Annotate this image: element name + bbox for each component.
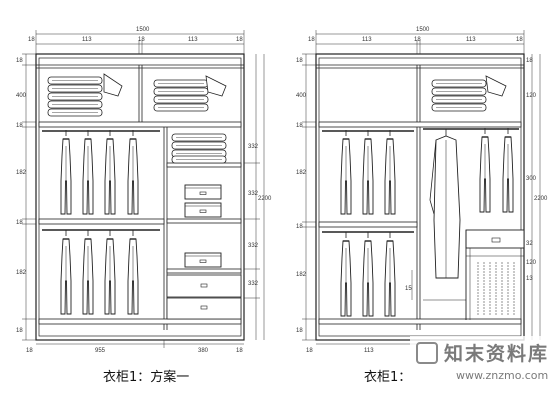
dim-drawer-d: 332 (248, 281, 259, 287)
shoe-rack-icon (423, 229, 525, 320)
dim-mid: 18 (138, 37, 145, 43)
dim-overall-width: 1500 (416, 27, 430, 33)
folded-clothes-icon (47, 73, 123, 117)
dim-drawer-b: 332 (248, 191, 259, 197)
dim-side: 18 (16, 123, 23, 129)
caption-plan-1: 衣柜1：方案一 (103, 370, 190, 385)
dim-side: 18 (28, 37, 35, 43)
dim-side: 18 (296, 224, 303, 230)
dim-hang-height: 182 (16, 270, 27, 276)
dim-shelf-top: 400 (16, 93, 27, 99)
dim-side: 18 (296, 328, 303, 334)
dim-right-sub: 18 (526, 58, 533, 64)
dim-drawer-c: 332 (248, 243, 259, 249)
watermark-site-name: 知末资料库 (444, 343, 550, 365)
logo-icon (416, 342, 438, 364)
dim-shelf-top: 400 (296, 93, 307, 99)
dim-hang-height: 182 (296, 170, 307, 176)
dimension-lines-1 (22, 30, 265, 348)
dim-small-a: 15 (405, 286, 412, 292)
dim-bay-right: 113 (188, 37, 198, 43)
dim-bay-left: 113 (362, 37, 372, 43)
dim-bottom-left: 955 (95, 348, 106, 354)
dimension-lines-2 (302, 30, 541, 345)
watermark: 知末资料库 www.znzmo.com (410, 336, 560, 392)
dim-mid: 18 (414, 37, 421, 43)
dim-drawer-a: 332 (248, 144, 259, 150)
dim-side: 18 (308, 37, 315, 43)
hanging-trousers-icon (60, 129, 139, 215)
dim-side: 18 (236, 348, 243, 354)
dim-side: 18 (516, 37, 523, 43)
dim-right-a: 120 (526, 93, 537, 99)
dim-right-a: 120 (526, 260, 537, 266)
watermark-url: www.znzmo.com (456, 369, 549, 382)
dim-side: 18 (296, 123, 303, 129)
wardrobe-plan-1: 1500 18 113 18 113 18 18 955 380 18 18 4… (16, 27, 272, 354)
dim-side: 18 (296, 58, 303, 64)
dim-hang-height: 182 (16, 170, 27, 176)
wardrobe-plan-2: 1500 18 113 18 113 18 18 113 18 400 18 1… (296, 27, 548, 354)
dim-right-b: 300 (526, 176, 537, 182)
dim-overall-height: 2200 (258, 196, 272, 202)
dim-hang-height: 182 (296, 272, 307, 278)
storage-box-icon (184, 184, 222, 268)
carcass-1 (35, 53, 245, 341)
dim-bay-left: 113 (82, 37, 92, 43)
dim-small-c: 13 (526, 276, 533, 282)
dim-bay-right: 113 (466, 37, 476, 43)
dim-bay-left: 113 (364, 348, 374, 354)
dim-side: 18 (236, 37, 243, 43)
dim-overall-width: 1500 (136, 27, 150, 33)
dim-overall-height: 2200 (534, 196, 548, 202)
dim-side: 18 (16, 58, 23, 64)
inner-frame-1 (38, 57, 242, 337)
drawer-icon (166, 274, 242, 320)
hanging-trousers-icon (60, 229, 139, 315)
folded-clothes-icon (153, 75, 227, 112)
dim-bottom-right: 380 (198, 348, 209, 354)
folded-clothes-icon (171, 133, 227, 164)
dim-side: 18 (16, 328, 23, 334)
dim-side: 18 (16, 220, 23, 226)
dim-side: 18 (306, 348, 313, 354)
caption-plan-2: 衣柜1： (364, 370, 412, 385)
folded-clothes-icon (431, 75, 507, 112)
dim-small-b: 32 (526, 241, 533, 247)
dim-side: 18 (26, 348, 33, 354)
long-coat-icon (429, 129, 461, 279)
